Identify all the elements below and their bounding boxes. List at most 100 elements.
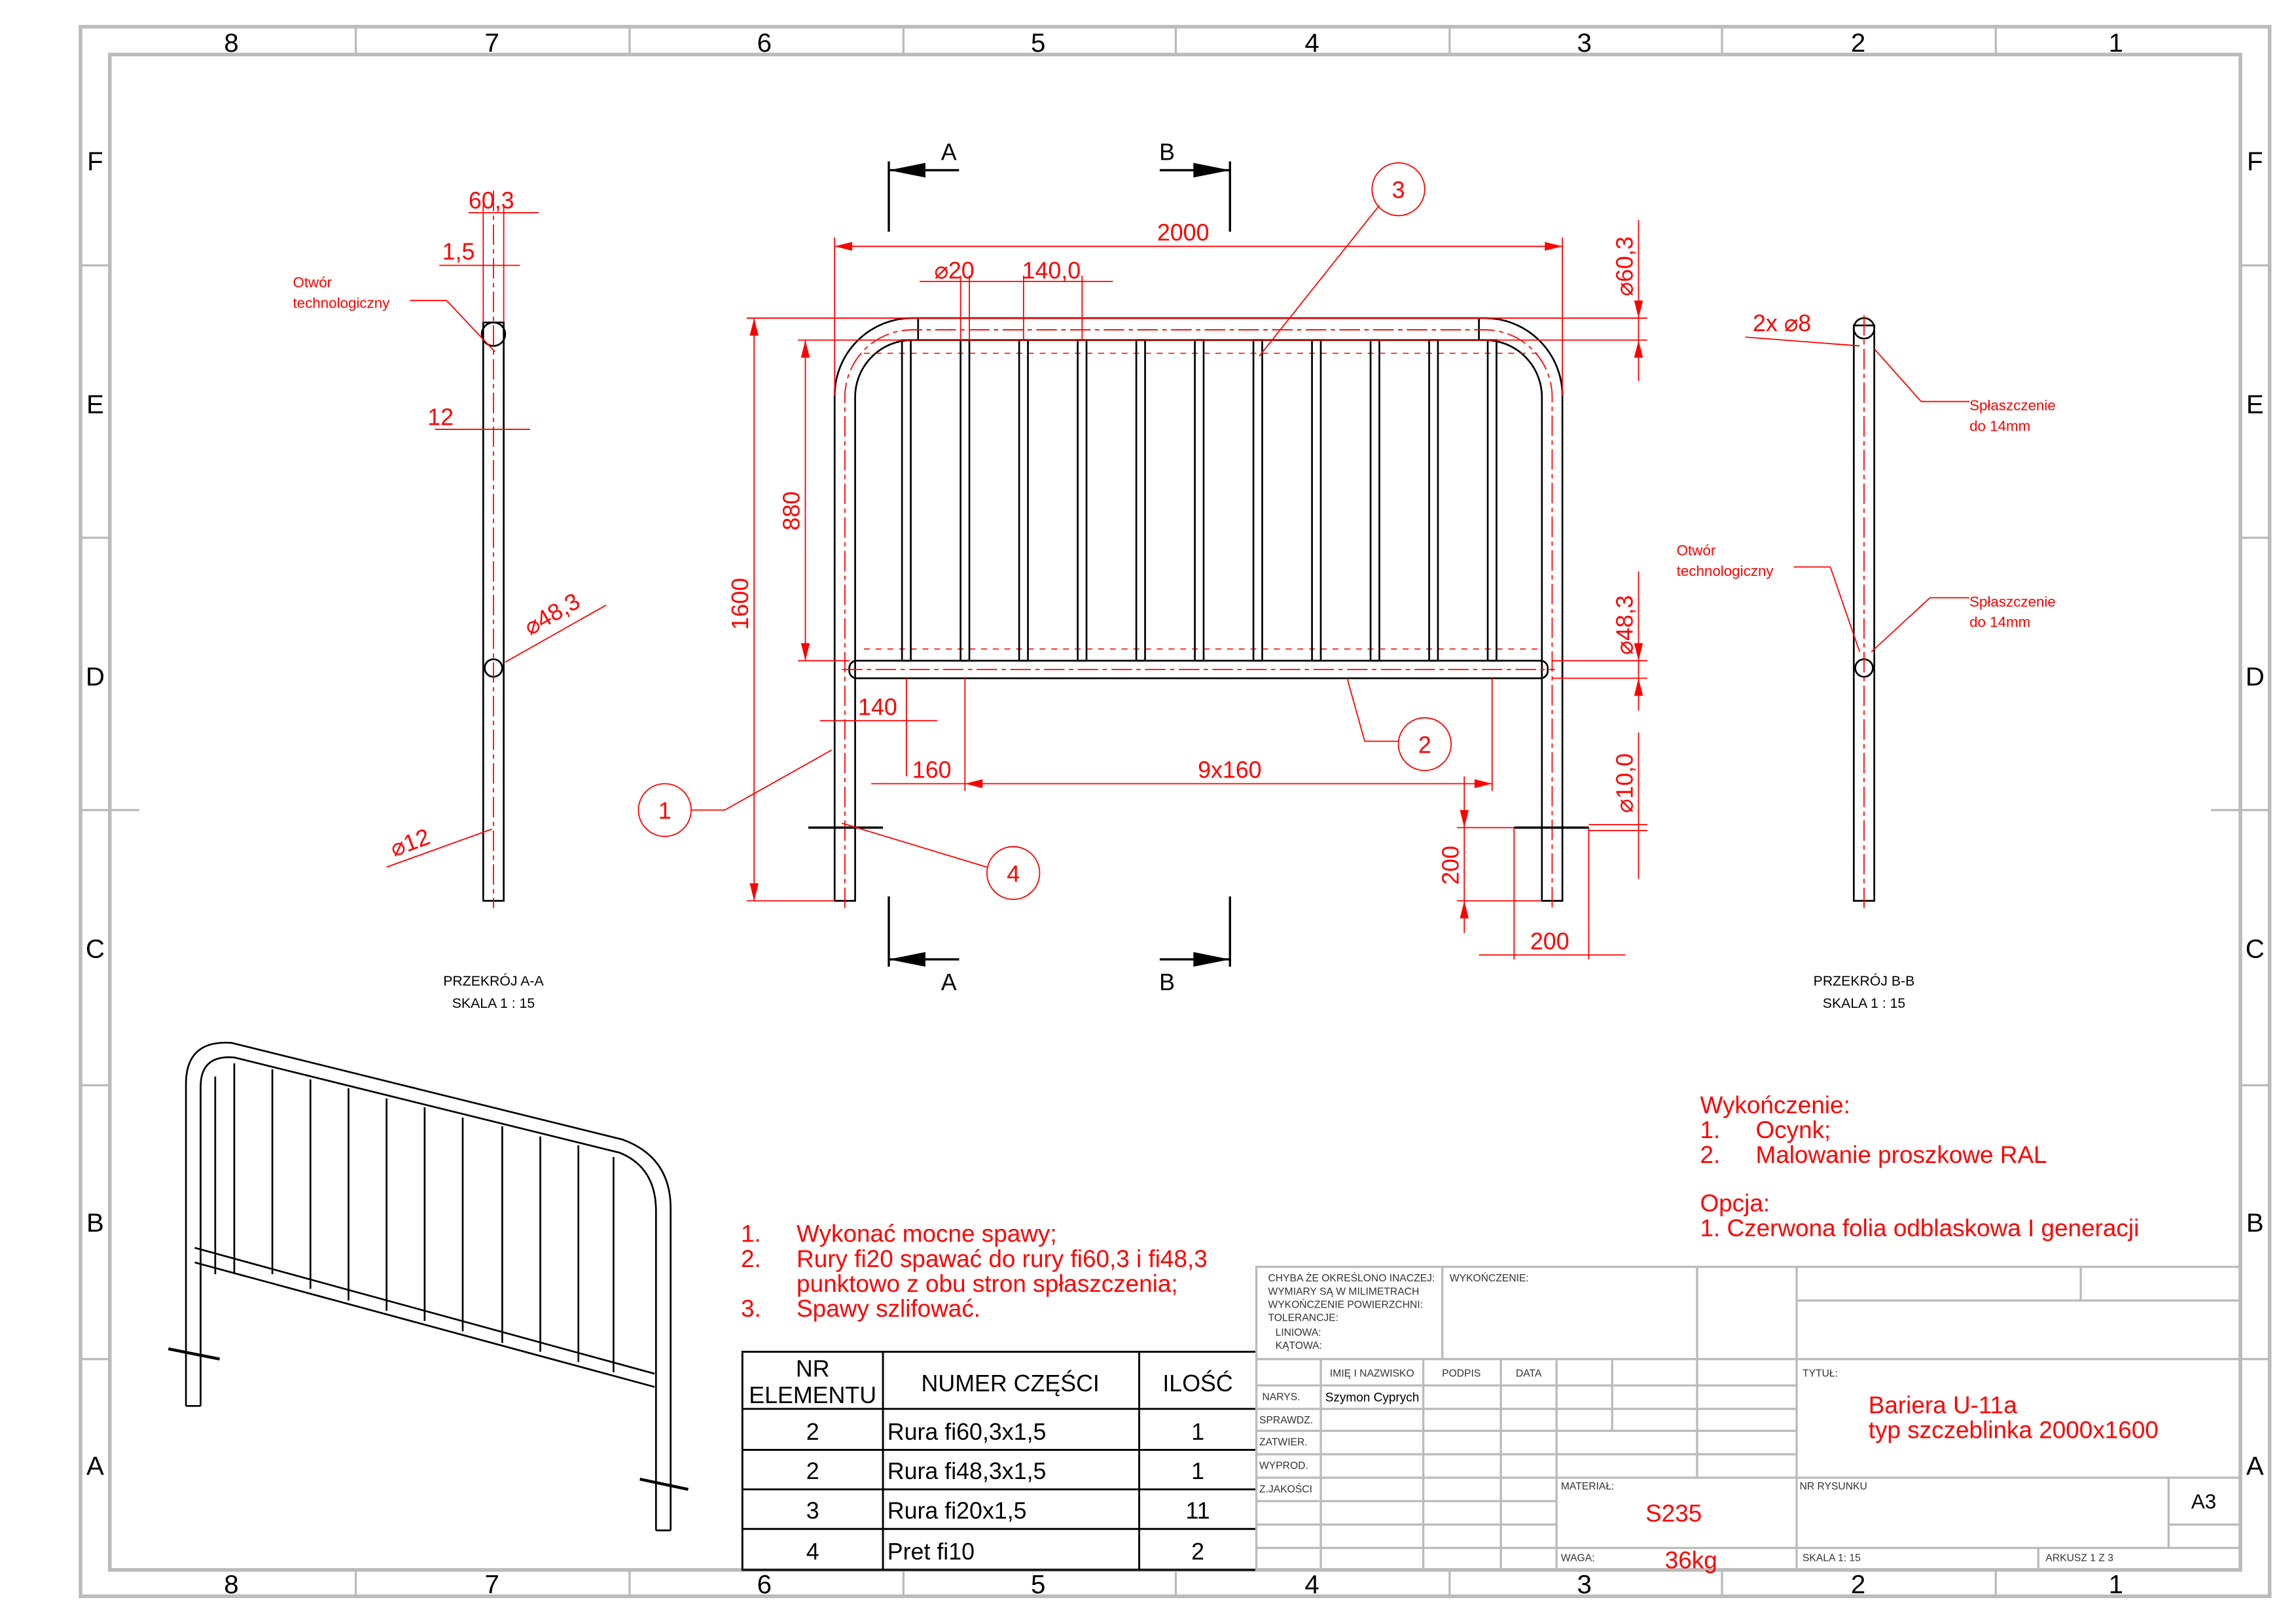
tb-weight-label: WAGA: bbox=[1561, 1552, 1595, 1563]
zone-col-3: 3 bbox=[1577, 28, 1591, 58]
dim-bar-diameter: ⌀20 bbox=[934, 258, 974, 284]
dim-aa-12: 12 bbox=[427, 404, 454, 430]
section-aa-title: PRZEKRÓJ A-A bbox=[443, 972, 544, 989]
note-bb-hole-line1: Otwór bbox=[1677, 542, 1716, 558]
zone-col-2: 2 bbox=[1851, 28, 1865, 58]
dim-aa-rod: ⌀12 bbox=[387, 823, 433, 862]
tb-title-line1: Bariera U-11a bbox=[1869, 1392, 2017, 1419]
zone-col-6: 6 bbox=[757, 28, 772, 58]
dim-bb-holes: 2x ⌀8 bbox=[1753, 310, 1811, 336]
balloon-4-label: 4 bbox=[1007, 861, 1020, 887]
front-dimension-lines bbox=[746, 220, 1647, 959]
dim-rod-length: 200 bbox=[1530, 928, 1570, 954]
zone-col-6-bottom: 6 bbox=[757, 1570, 772, 1599]
tb-general-0: CHYBA ŻE OKREŚLONO INACZEJ: bbox=[1268, 1272, 1435, 1284]
tb-role-drawn: NARYS. bbox=[1263, 1391, 1300, 1402]
finish-item-2-number: 2. bbox=[1700, 1141, 1720, 1168]
zone-col-7: 7 bbox=[485, 28, 499, 58]
tb-drawing-no-label: NR RYSUNKU bbox=[1800, 1481, 1867, 1492]
bom-header-part: NUMER CZĘŚCI bbox=[922, 1370, 1100, 1397]
zone-col-1: 1 bbox=[2109, 28, 2123, 58]
zone-col-8: 8 bbox=[224, 28, 238, 58]
dim-aa-wall: 1,5 bbox=[442, 239, 475, 265]
balloon-3-label: 3 bbox=[1392, 177, 1405, 204]
dim-rod-diameter: ⌀10,0 bbox=[1612, 753, 1638, 813]
dim-first-pitch: 160 bbox=[912, 757, 952, 783]
section-a-label-bottom: A bbox=[941, 969, 957, 995]
note-2-text-cont: punktowo z obu stron spłaszczenia; bbox=[797, 1270, 1178, 1297]
front-view: A B A B 2000 ⌀20 140,0 ⌀60,3 880 1600 ⌀4… bbox=[637, 139, 1647, 995]
tb-general-2: WYKOŃCZENIE POWIERZCHNI: bbox=[1268, 1298, 1423, 1310]
zone-col-5: 5 bbox=[1031, 28, 1045, 58]
zone-row-a: A bbox=[86, 1451, 104, 1480]
vertical-bars bbox=[901, 339, 1498, 662]
tb-role-checked: SPRAWDZ. bbox=[1259, 1415, 1313, 1426]
bom-row-2-nr: 2 bbox=[806, 1458, 819, 1484]
tb-role-manufacturing: WYPROD. bbox=[1259, 1461, 1308, 1472]
zone-col-5-bottom: 5 bbox=[1031, 1570, 1045, 1599]
finish-notes: Wykończenie: 1.Ocynk; 2.Malowanie proszk… bbox=[1700, 1092, 2139, 1241]
zone-row-f-right: F bbox=[2247, 147, 2263, 176]
zone-row-b: B bbox=[86, 1208, 104, 1238]
section-aa-scale: SKALA 1 : 15 bbox=[452, 995, 535, 1011]
dim-aa-width: 60,3 bbox=[469, 187, 514, 213]
tb-header-signature: PODPIS bbox=[1442, 1368, 1480, 1380]
balloon-4: 4 bbox=[986, 846, 1041, 901]
tb-finish-label: WYKOŃCZENIE: bbox=[1450, 1272, 1529, 1284]
tb-general-1: WYMIARY SĄ W MILIMETRACH bbox=[1268, 1286, 1419, 1297]
zone-row-c-right: C bbox=[2246, 935, 2265, 964]
tb-general-3: TOLERANCJE: bbox=[1268, 1313, 1338, 1324]
bom-row-3-nr: 3 bbox=[806, 1498, 819, 1524]
zone-col-7-bottom: 7 bbox=[485, 1570, 499, 1599]
dim-top-tube-diameter: ⌀60,3 bbox=[1612, 236, 1638, 296]
note-1-text: Wykonać mocne spawy; bbox=[797, 1221, 1057, 1247]
tb-role-approved: ZATWIER. bbox=[1259, 1437, 1308, 1448]
tb-header-date: DATA bbox=[1516, 1368, 1542, 1380]
isometric-view bbox=[168, 1041, 689, 1531]
bom-row-3-part: Rura fi20x1,5 bbox=[888, 1498, 1027, 1524]
note-bb-flat2-line1: Spłaszczenie bbox=[1969, 594, 2056, 610]
balloon-1: 1 bbox=[637, 783, 692, 837]
bom-row-3-qty: 11 bbox=[1185, 1498, 1210, 1524]
note-aa-hole-line1: Otwór bbox=[293, 274, 332, 291]
tb-drawn-by: Szymon Cyprych bbox=[1325, 1391, 1420, 1405]
tb-role-quality: Z.JAKOŚCI bbox=[1259, 1482, 1312, 1495]
arrowheads bbox=[749, 241, 1643, 919]
title-block: CHYBA ŻE OKREŚLONO INACZEJ: WYMIARY SĄ W… bbox=[1255, 1266, 2242, 1574]
bom-header-nr: NR bbox=[796, 1356, 830, 1382]
manufacturing-notes: 1.Wykonać mocne spawy; 2.Rury fi20 spawa… bbox=[741, 1221, 1208, 1322]
tb-material-label: MATERIAŁ: bbox=[1561, 1481, 1614, 1492]
zone-row-d-right: D bbox=[2246, 662, 2265, 692]
bom-row-4-nr: 4 bbox=[806, 1539, 819, 1565]
zone-col-3-bottom: 3 bbox=[1577, 1570, 1591, 1599]
bom-row-1-nr: 2 bbox=[806, 1419, 819, 1445]
finish-item-2: Malowanie proszkowe RAL bbox=[1755, 1141, 2047, 1168]
zone-row-e: E bbox=[86, 389, 104, 419]
bill-of-materials: NR ELEMENTU NUMER CZĘŚCI ILOŚĆ 2 1 2 1 3… bbox=[741, 1351, 1258, 1571]
zone-row-c: C bbox=[86, 935, 105, 964]
zone-col-4: 4 bbox=[1304, 28, 1319, 58]
balloon-2-label: 2 bbox=[1418, 732, 1431, 758]
balloon-2: 2 bbox=[1397, 717, 1452, 772]
dim-rod-height: 200 bbox=[1437, 846, 1463, 885]
note-3-number: 3. bbox=[741, 1295, 761, 1322]
section-markers: A B A B bbox=[888, 139, 1231, 995]
bom-header-qty: ILOŚĆ bbox=[1162, 1370, 1232, 1397]
balloon-3: 3 bbox=[1371, 162, 1426, 217]
bom-row-1-part: Rura fi60,3x1,5 bbox=[888, 1419, 1047, 1445]
zone-row-b-right: B bbox=[2246, 1208, 2264, 1238]
tb-size: A3 bbox=[2191, 1490, 2216, 1513]
dim-rail-diameter: ⌀48,3 bbox=[1612, 595, 1638, 654]
section-a-label-top: A bbox=[941, 139, 957, 165]
section-b-b: 2x ⌀8 Spłaszczenie do 14mm Otwór technol… bbox=[1677, 310, 2056, 1011]
tb-header-name: IMIĘ I NAZWISKO bbox=[1330, 1368, 1414, 1380]
tb-weight: 36kg bbox=[1665, 1547, 1717, 1574]
finish-heading: Wykończenie: bbox=[1700, 1092, 1850, 1118]
zone-col-4-bottom: 4 bbox=[1304, 1570, 1319, 1599]
zone-col-2-bottom: 2 bbox=[1851, 1570, 1865, 1599]
bom-row-2-qty: 1 bbox=[1191, 1458, 1204, 1484]
zone-row-a-right: A bbox=[2246, 1451, 2264, 1480]
dim-height: 1600 bbox=[727, 578, 753, 630]
tb-material: S235 bbox=[1645, 1500, 1702, 1527]
